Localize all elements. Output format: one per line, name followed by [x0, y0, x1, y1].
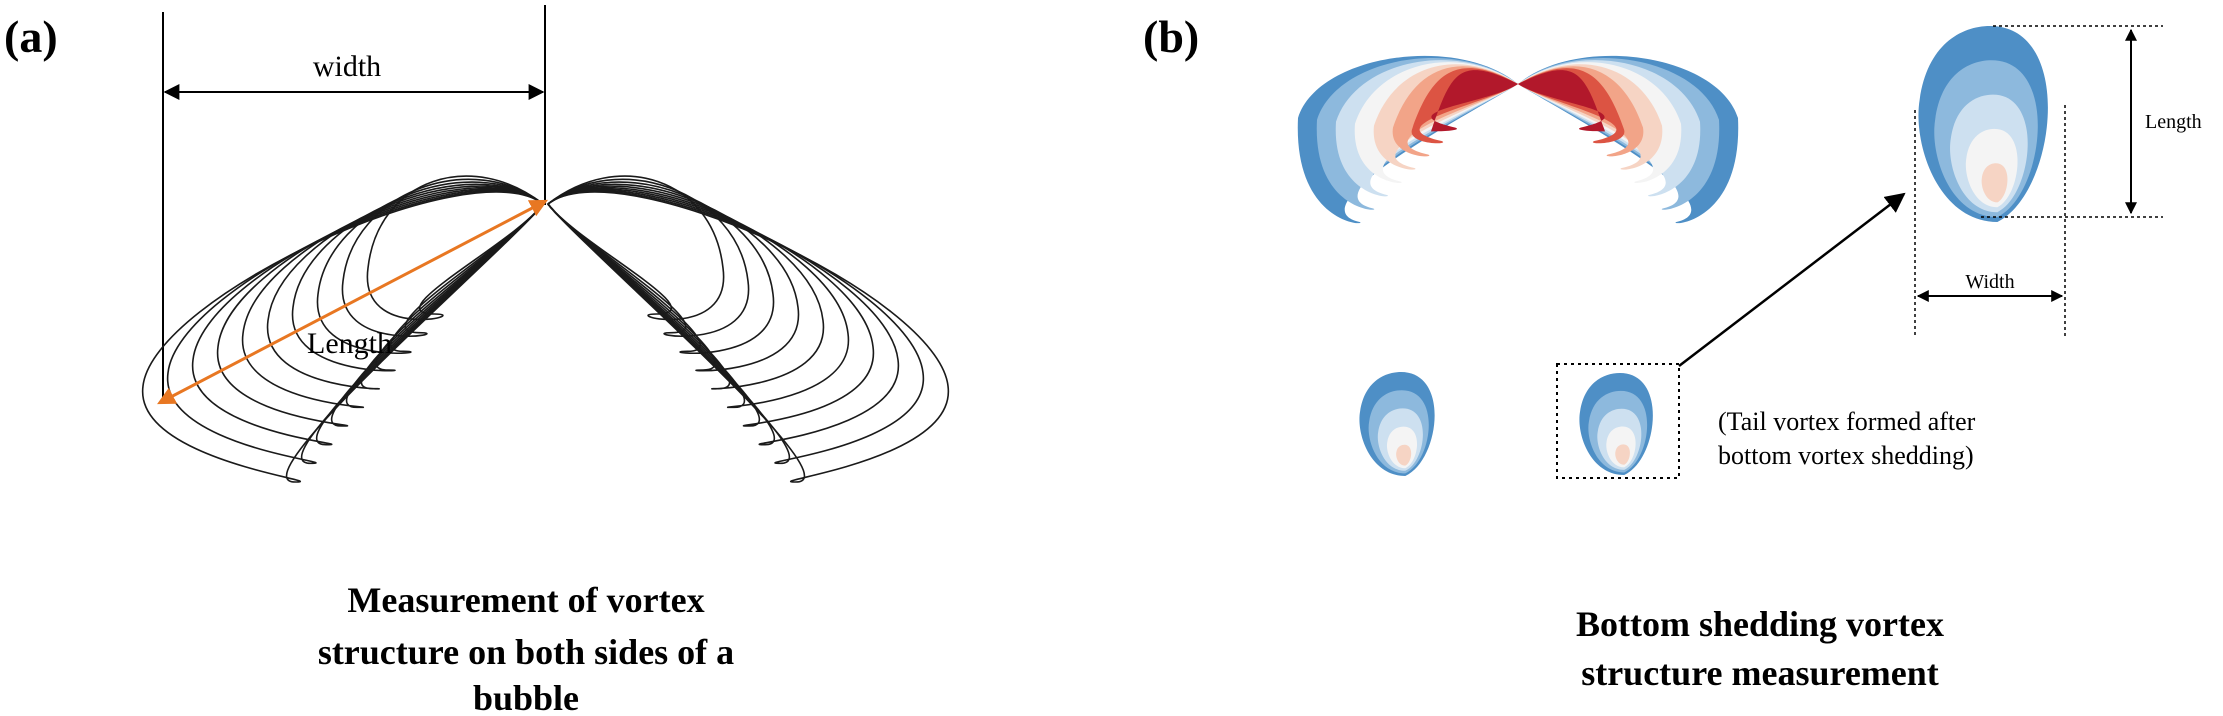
selection-box — [1556, 363, 1680, 479]
vortex-contour-line — [546, 189, 899, 446]
tail-vortex-left — [1359, 372, 1435, 476]
panel-a-letter: (a) — [4, 11, 58, 62]
vortex-contour-line — [546, 186, 849, 409]
vortex-contour-line — [546, 181, 775, 354]
length-label-b: Length — [2145, 111, 2202, 133]
length-dimension-arrow — [157, 199, 548, 405]
tail-vortex-note-line-1: (Tail vortex formed after — [1718, 407, 1976, 436]
zoom-arrow — [1678, 192, 1906, 367]
vortex-contour-band — [1518, 70, 1606, 132]
vortex-contour-line — [546, 191, 949, 483]
vortex-contour-line — [242, 186, 545, 409]
tail-contour-band — [1396, 444, 1412, 466]
vortex-contour-line — [546, 175, 725, 321]
twin-vortex-filled-contours — [1297, 55, 1739, 224]
panel-a-caption-line-3: bubble — [473, 678, 579, 716]
panel-b-caption-line-1: Bottom shedding vortex — [1576, 604, 1944, 644]
tail-contour-band — [1981, 163, 2008, 203]
length-label: Length — [307, 327, 392, 360]
panel-b-caption-line-2: structure measurement — [1581, 653, 1939, 693]
width-label: width — [313, 50, 381, 83]
vortex-contour-line — [546, 190, 924, 465]
vortex-contour-line — [546, 188, 874, 427]
vortex-contour-line — [546, 185, 824, 390]
right-vortex-contours — [546, 175, 949, 483]
vortex-contour-line — [546, 183, 800, 372]
tail-vortex-boxed — [1579, 373, 1653, 475]
tail-vortex-note-line-2: bottom vortex shedding) — [1718, 441, 1974, 470]
tail-contour-band — [1615, 444, 1630, 465]
panel-a-caption-line-2: structure on both sides of a — [318, 632, 734, 672]
measurement-guides — [1914, 25, 2163, 336]
tail-vortex-enlarged — [1918, 26, 2048, 222]
panel-b-letter: (b) — [1143, 11, 1199, 62]
panel-b: (b) Length Width (Tail vortex formed aft… — [1143, 11, 2202, 693]
panel-a-caption-line-1: Measurement of vortex — [347, 580, 704, 620]
panel-a: (a) width Length Measurement of vortex s… — [4, 5, 949, 716]
vortex-contour-line — [546, 178, 750, 337]
vortex-contour-band — [1430, 70, 1518, 132]
vortex-contour-line — [341, 178, 545, 337]
width-label-b: Width — [1965, 271, 2014, 293]
